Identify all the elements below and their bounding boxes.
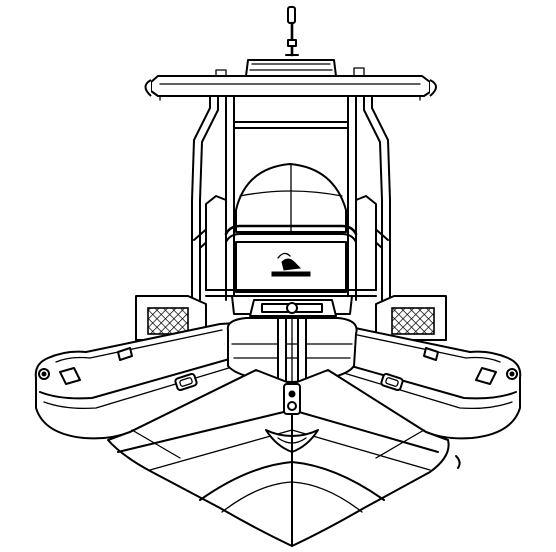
console-windshield <box>205 163 377 297</box>
brand-logo-mark <box>271 252 311 277</box>
antenna-mast <box>285 6 299 57</box>
bow-eye-fitting <box>265 383 319 453</box>
hull <box>107 369 450 547</box>
t-top-roof <box>144 59 437 101</box>
port-tube <box>34 321 259 440</box>
bow-tube <box>226 299 358 383</box>
